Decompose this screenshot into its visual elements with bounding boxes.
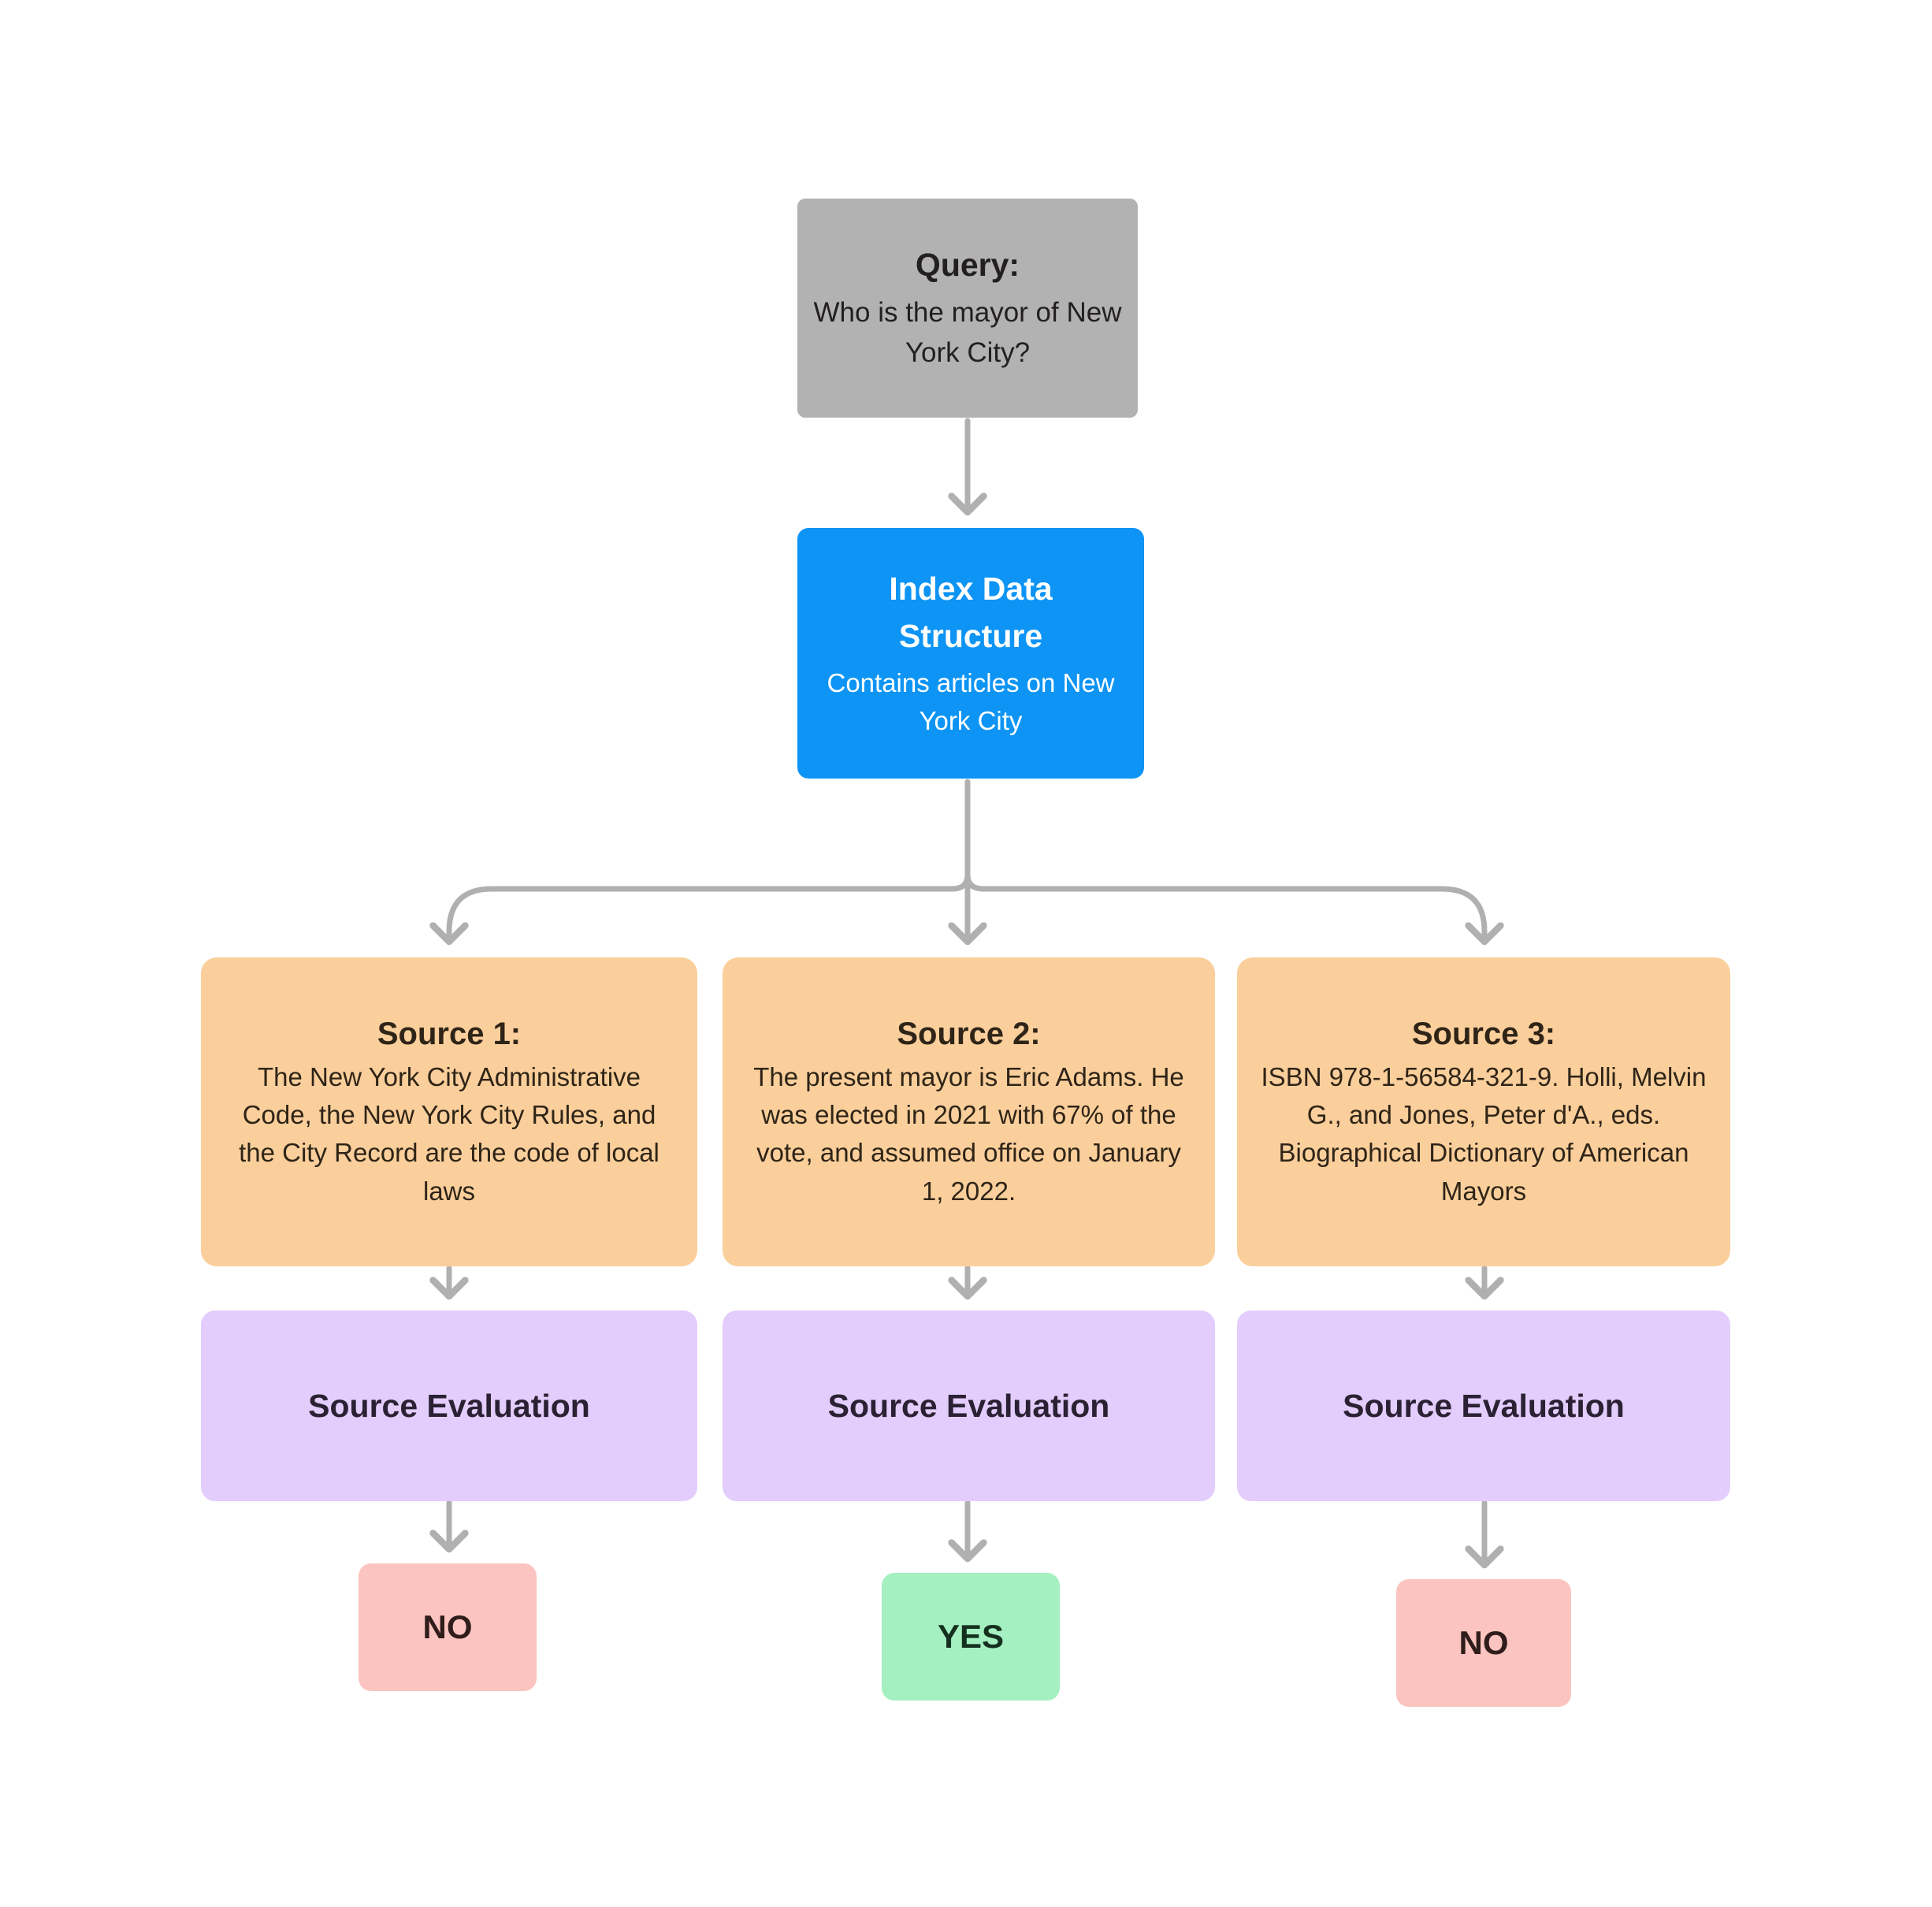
source-3-body: ISBN 978-1-56584-321-9. Holli, Melvin G.… <box>1261 1062 1707 1206</box>
source-2-title: Source 2: <box>897 1017 1041 1052</box>
verdict-3-node: NO <box>1396 1579 1571 1707</box>
connector-index-to-source-3 <box>964 864 1484 942</box>
source-evaluation-1-node: Source Evaluation <box>201 1310 697 1501</box>
verdict-2-label: YES <box>937 1618 1005 1656</box>
source-evaluation-2-node: Source Evaluation <box>723 1310 1215 1501</box>
query-title: Query: <box>915 246 1020 283</box>
index-body: Contains articles on New York City <box>827 668 1115 736</box>
connector-index-to-source-1 <box>449 864 971 942</box>
source-2-body: The present mayor is Eric Adams. He was … <box>753 1062 1184 1206</box>
verdict-3-label: NO <box>1458 1624 1509 1662</box>
source-evaluation-1-title: Source Evaluation <box>308 1387 590 1424</box>
query-node: Query: Who is the mayor of New York City… <box>797 199 1138 418</box>
verdict-1-node: NO <box>359 1563 537 1691</box>
source-evaluation-3-node: Source Evaluation <box>1237 1310 1730 1501</box>
index-title: Index Data Structure <box>889 571 1053 654</box>
source-1-body: The New York City Administrative Code, t… <box>239 1062 659 1206</box>
query-body: Who is the mayor of New York City? <box>813 296 1122 369</box>
source-1-title: Source 1: <box>377 1017 522 1052</box>
verdict-2-node: YES <box>882 1573 1060 1701</box>
index-data-structure-node: Index Data Structure Contains articles o… <box>797 528 1144 779</box>
source-3-node: Source 3: ISBN 978-1-56584-321-9. Holli,… <box>1237 957 1730 1266</box>
source-2-node: Source 2: The present mayor is Eric Adam… <box>723 957 1215 1266</box>
verdict-1-label: NO <box>422 1608 473 1646</box>
source-3-title: Source 3: <box>1411 1017 1556 1052</box>
source-1-node: Source 1: The New York City Administrati… <box>201 957 697 1266</box>
source-evaluation-2-title: Source Evaluation <box>827 1387 1110 1424</box>
source-evaluation-3-title: Source Evaluation <box>1343 1387 1625 1424</box>
